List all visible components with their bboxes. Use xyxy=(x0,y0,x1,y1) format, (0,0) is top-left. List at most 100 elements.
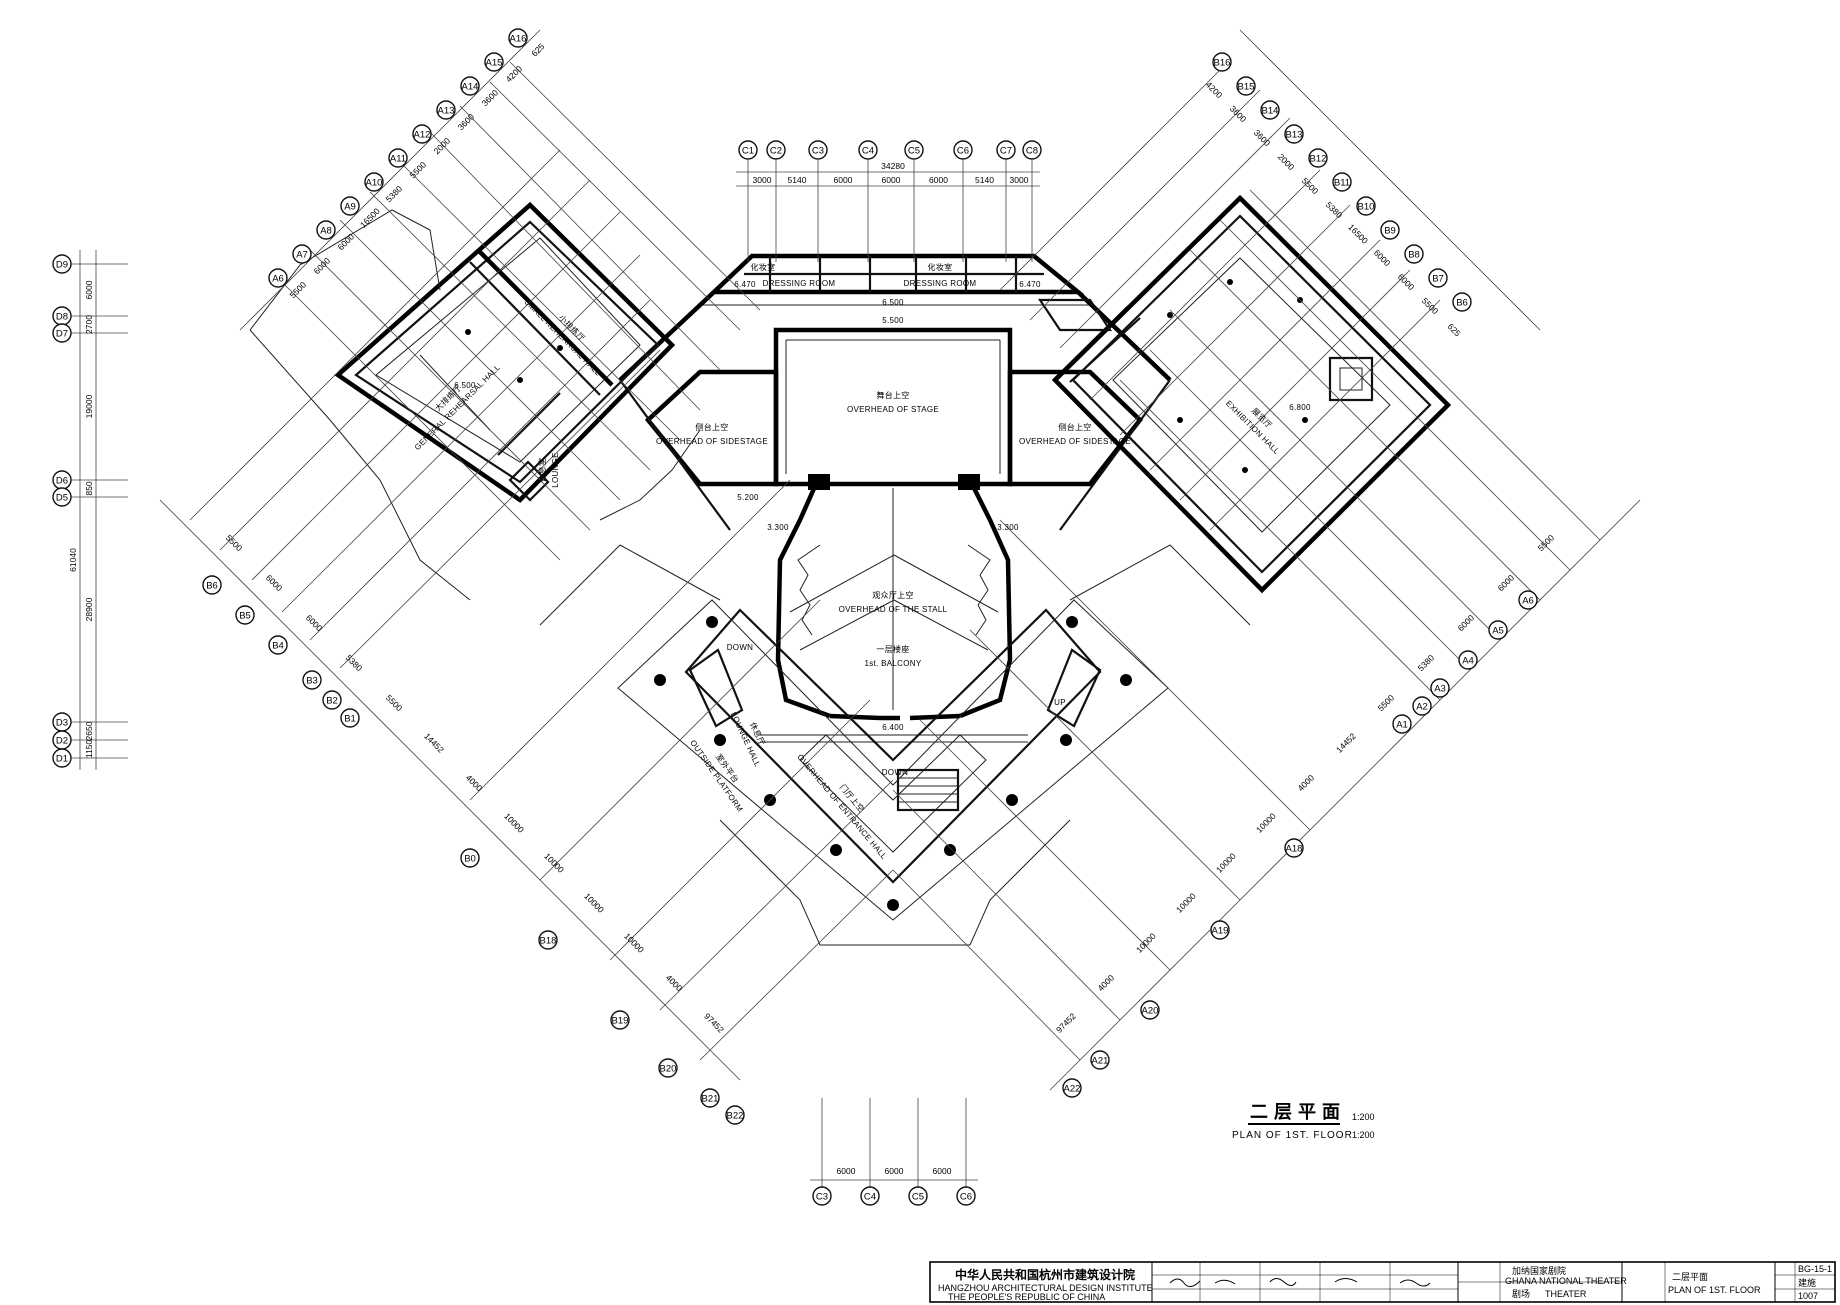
svg-text:C6: C6 xyxy=(957,145,969,156)
axis-bubble-rwt-B15: B15 xyxy=(1236,76,1256,96)
svg-text:B4: B4 xyxy=(272,640,284,651)
axis-bubble-rwb-A3: A3 xyxy=(1430,678,1450,698)
axis-bubble-rwt-B9: B9 xyxy=(1380,220,1400,240)
svg-text:C4: C4 xyxy=(864,1191,876,1202)
axis-bubble-bottom-C5: C5 xyxy=(908,1186,928,1206)
level-6800: 6.800 xyxy=(1289,403,1311,412)
dim-left-6: 1150 xyxy=(84,740,94,759)
svg-text:B16: B16 xyxy=(1214,57,1231,68)
dim-rwt-1: 3600 xyxy=(1228,104,1249,125)
svg-text:D6: D6 xyxy=(56,475,68,486)
svg-text:D2: D2 xyxy=(56,735,68,746)
dim-left-1: 2700 xyxy=(84,315,94,334)
svg-text:C6: C6 xyxy=(960,1191,972,1202)
axis-bubble-rwb-A18: A18 xyxy=(1284,838,1304,858)
svg-text:B14: B14 xyxy=(1262,105,1279,116)
axis-bubble-rwt-B7: B7 xyxy=(1428,268,1448,288)
dim-top-total: 34280 xyxy=(881,161,905,171)
label-general-rehearsal: GENERAL REHEARSAL HALL xyxy=(413,363,502,452)
axis-bubble-rwb-A22: A22 xyxy=(1062,1078,1082,1098)
dim-rwt-0: 4200 xyxy=(1204,80,1225,101)
svg-text:B5: B5 xyxy=(239,610,251,621)
grid-lines xyxy=(70,29,1641,1188)
axis-bubble-top-C3: C3 xyxy=(808,140,828,160)
left-wing xyxy=(249,201,701,601)
dim-rwb-10: 10000 xyxy=(1134,931,1158,955)
svg-text:B6: B6 xyxy=(1456,297,1468,308)
axis-bubble-lwb-B21: B21 xyxy=(700,1088,720,1108)
dim-rwt-5: 5380 xyxy=(1324,200,1345,221)
level-3300-right: 3.300 xyxy=(997,523,1019,532)
label-dressing-left: DRESSING ROOM xyxy=(763,279,836,288)
label-lounge: LOUNGE xyxy=(551,452,560,488)
svg-text:A22: A22 xyxy=(1064,1083,1081,1094)
scale-1: 1:200 xyxy=(1352,1112,1375,1122)
drawing-no: BG-15-1 xyxy=(1798,1264,1832,1274)
dim-rwt-4: 5500 xyxy=(1300,176,1321,197)
axis-bubble-lwt-A12: A12 xyxy=(412,124,432,144)
dim-top-0: 3000 xyxy=(753,175,772,185)
axis-bubble-lwb-B5: B5 xyxy=(235,605,255,625)
level-6500-b: 6.500 xyxy=(454,381,476,390)
label-stall-cn: 观众厅上空 xyxy=(872,590,914,600)
room-labels: 化妆室 DRESSING ROOM 化妆室 DRESSING ROOM 舞台上空… xyxy=(413,262,1311,861)
svg-text:A9: A9 xyxy=(344,201,356,212)
svg-text:A2: A2 xyxy=(1416,701,1428,712)
dim-top-2: 6000 xyxy=(834,175,853,185)
axis-bubble-rwb-A19: A19 xyxy=(1210,920,1230,940)
svg-text:A1: A1 xyxy=(1396,719,1408,730)
title-en: PLAN OF 1ST. FLOOR xyxy=(1232,1130,1353,1141)
axis-bubble-lwt-A14: A14 xyxy=(460,76,480,96)
label-sidestage-right: OVERHEAD OF SIDESTAGE xyxy=(1019,437,1131,446)
level-6470-left: 6.470 xyxy=(734,280,756,289)
svg-text:C5: C5 xyxy=(908,145,920,156)
axis-bubble-rwb-A4: A4 xyxy=(1458,650,1478,670)
dim-lwt-9: 4200 xyxy=(504,63,525,84)
label-small-rehearsal: SMALL REHEARSAL HALL xyxy=(522,297,602,377)
svg-text:B6: B6 xyxy=(206,580,218,591)
axis-bubble-lwb-B1: B1 xyxy=(340,708,360,728)
dim-top-1: 5140 xyxy=(788,175,807,185)
svg-text:D7: D7 xyxy=(56,328,68,339)
axis-bubble-rwb-A21: A21 xyxy=(1090,1050,1110,1070)
svg-text:C3: C3 xyxy=(816,1191,828,1202)
level-5200: 5.200 xyxy=(737,493,759,502)
axis-bubble-left-D2: D2 xyxy=(52,730,72,750)
axis-bubble-top-C4: C4 xyxy=(858,140,878,160)
dim-lwb-5: 14452 xyxy=(422,731,446,755)
axis-bubble-lwb-B19: B19 xyxy=(610,1010,630,1030)
axis-bubble-rwb-A2: A2 xyxy=(1412,696,1432,716)
dim-lwb-3: 5380 xyxy=(344,653,365,674)
dim-lwb-11: 4000 xyxy=(664,973,685,994)
axis-bubble-left-D6: D6 xyxy=(52,470,72,490)
level-6470-right: 6.470 xyxy=(1019,280,1041,289)
label-overhead-stall: OVERHEAD OF THE STALL xyxy=(839,605,948,614)
axis-bubble-rwt-B11: B11 xyxy=(1332,172,1352,192)
svg-text:B9: B9 xyxy=(1384,225,1396,236)
axis-bubble-rwt-B16: B16 xyxy=(1212,52,1232,72)
svg-text:C3: C3 xyxy=(812,145,824,156)
drawing-title: 二层平面 PLAN OF 1ST. FLOOR 1:200 1:200 xyxy=(1232,1102,1375,1141)
axis-bubble-lwt-A16: A16 xyxy=(508,28,528,48)
dim-lwt-8: 3600 xyxy=(480,87,501,108)
axis-bubble-left-D7: D7 xyxy=(52,323,72,343)
svg-text:A14: A14 xyxy=(462,81,479,92)
svg-text:D8: D8 xyxy=(56,311,68,322)
axis-bubble-rwt-B10: B10 xyxy=(1356,196,1376,216)
dim-rwt-2: 3600 xyxy=(1252,128,1273,149)
axis-bubble-bottom-C6: C6 xyxy=(956,1186,976,1206)
dim-lwt-6: 2000 xyxy=(432,135,453,156)
dim-lwb-9: 10000 xyxy=(582,891,606,915)
svg-text:A18: A18 xyxy=(1286,843,1303,854)
dim-top-5: 5140 xyxy=(975,175,994,185)
institute-en-2: THE PEOPLE'S REPUBLIC OF CHINA xyxy=(948,1292,1105,1302)
axis-bubble-rwt-B8: B8 xyxy=(1404,244,1424,264)
svg-text:B18: B18 xyxy=(540,935,557,946)
dim-rwb-12: 97452 xyxy=(1054,1011,1078,1035)
svg-text:A11: A11 xyxy=(390,153,406,164)
svg-text:A6: A6 xyxy=(272,273,284,284)
dim-rwb-11: 4000 xyxy=(1096,972,1117,993)
axis-bubble-top-C5: C5 xyxy=(904,140,924,160)
axis-bubble-top-C6: C6 xyxy=(953,140,973,160)
svg-text:A13: A13 xyxy=(438,105,455,116)
